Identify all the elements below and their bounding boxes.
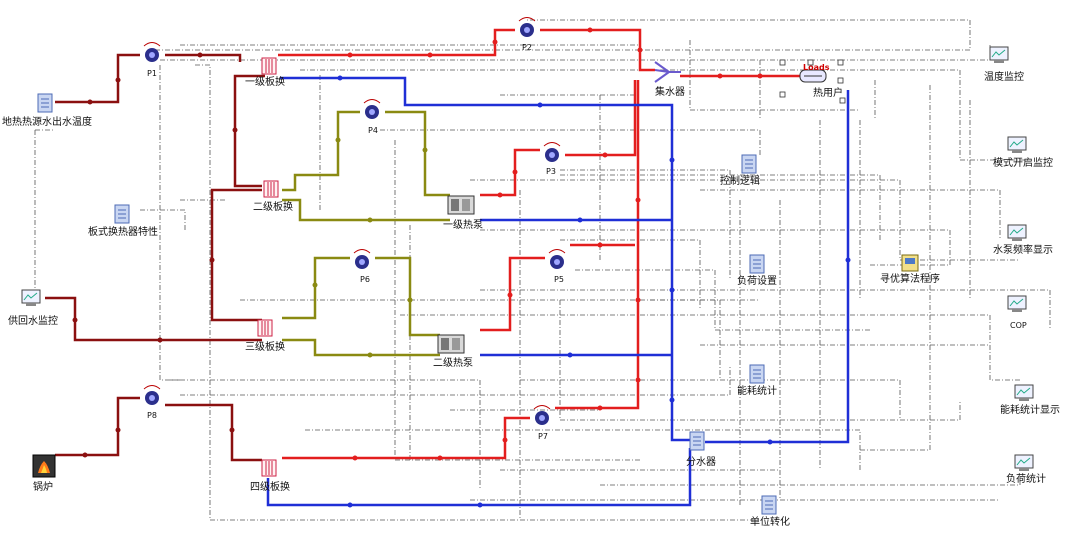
label-p7: P7 [538, 432, 548, 441]
label-loads: Loads [803, 63, 830, 72]
label-optimizer: 寻优算法程序 [880, 274, 940, 285]
label-cop: COP [1010, 321, 1027, 330]
heat-user[interactable] [799, 69, 827, 83]
label-p8: P8 [147, 411, 157, 420]
unit-conversion[interactable] [761, 495, 777, 515]
monitor-icon [1007, 136, 1027, 151]
control-signal-lines [34, 19, 1051, 521]
collector[interactable] [654, 61, 681, 83]
monitor-load-stats[interactable] [1014, 454, 1034, 471]
label-p1: P1 [147, 69, 157, 78]
cold-flow-dots [337, 75, 851, 508]
optimizer[interactable] [901, 254, 919, 272]
pump-p7[interactable] [533, 405, 551, 426]
heat-exchanger-4[interactable] [261, 459, 277, 477]
monitor-pump-frequency[interactable] [1007, 224, 1027, 241]
boiler[interactable] [32, 454, 56, 478]
label-p6: P6 [360, 275, 370, 284]
connection-boxes [779, 59, 846, 104]
pump-p5[interactable] [548, 249, 566, 270]
plate-hx-props[interactable] [114, 204, 130, 224]
label-hx1: 一级板换 [245, 77, 285, 88]
heat-pump-2[interactable] [437, 334, 465, 354]
label-mode-monitor: 模式开启监控 [993, 158, 1053, 169]
load-settings[interactable] [749, 254, 765, 274]
label-supply-return: 供回水监控 [8, 316, 58, 327]
geothermal-flow-dots [72, 52, 238, 458]
monitor-icon [1014, 454, 1034, 469]
cold-return-pipes [266, 76, 850, 507]
monitor-icon [989, 46, 1009, 61]
label-temp-monitor: 温度监控 [984, 72, 1024, 83]
label-distributor: 分水器 [686, 457, 716, 468]
olive-flow-dots [312, 137, 428, 358]
label-energy-display: 能耗统计显示 [1000, 405, 1060, 416]
label-hx2: 二级板换 [253, 202, 293, 213]
monitor-temperature[interactable] [989, 46, 1009, 63]
heat-exchanger-2[interactable] [263, 180, 279, 198]
label-p4: P4 [368, 126, 378, 135]
pump-p2[interactable] [518, 17, 536, 38]
label-load-settings: 负荷设置 [737, 276, 777, 287]
heat-pump-source-pipes [282, 110, 450, 357]
monitor-icon [1014, 384, 1034, 399]
label-energy-stats: 能耗统计 [737, 386, 777, 397]
label-geo-temp: 地热热源水出水温度 [2, 117, 92, 128]
label-boiler: 锅炉 [33, 482, 53, 493]
pump-p6[interactable] [353, 249, 371, 270]
monitor-mode[interactable] [1007, 136, 1027, 153]
label-unit-conv: 单位转化 [750, 517, 790, 528]
heat-exchanger-1[interactable] [261, 57, 277, 75]
heat-pump-1[interactable] [447, 195, 475, 215]
monitor-icon [1007, 224, 1027, 239]
monitor-supply-return[interactable] [21, 289, 41, 306]
distributor[interactable] [689, 431, 705, 451]
label-load-stats: 负荷统计 [1006, 474, 1046, 485]
pump-p1[interactable] [143, 42, 161, 63]
monitor-icon [1007, 295, 1027, 310]
collector-icon [654, 61, 681, 83]
energy-stats[interactable] [749, 364, 765, 384]
label-p5: P5 [554, 275, 564, 284]
monitor-icon [21, 289, 41, 304]
geo-temp-source[interactable] [37, 93, 53, 113]
label-user: 热用户 [813, 88, 843, 99]
label-p2: P2 [522, 43, 532, 52]
pump-p3[interactable] [543, 142, 561, 163]
monitor-cop[interactable] [1007, 295, 1027, 312]
label-pump-freq: 水泵频率显示 [993, 245, 1053, 256]
label-hp1: 一级热泵 [443, 220, 483, 231]
label-control-logic: 控制逻辑 [720, 176, 760, 187]
label-hx4: 四级板换 [250, 482, 290, 493]
label-plate-hx-props: 板式换热器特性 [88, 227, 158, 238]
pump-p8[interactable] [143, 385, 161, 406]
control-logic[interactable] [741, 154, 757, 174]
heat-exchanger-3[interactable] [257, 319, 273, 337]
hot-supply-pipes [278, 28, 800, 460]
label-p3: P3 [546, 167, 556, 176]
label-hx3: 三级板换 [245, 342, 285, 353]
monitor-energy-display[interactable] [1014, 384, 1034, 401]
pump-p4[interactable] [363, 99, 381, 120]
label-hp2: 二级热泵 [433, 358, 473, 369]
hot-flow-dots [347, 27, 763, 461]
label-collector: 集水器 [655, 87, 685, 98]
